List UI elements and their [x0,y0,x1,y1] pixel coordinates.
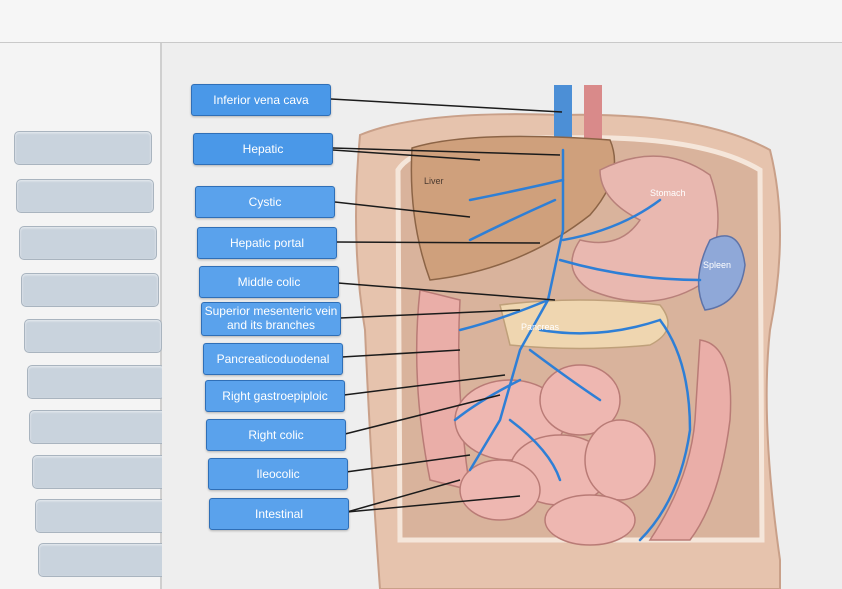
label-superior-mesenteric[interactable]: Superior mesenteric vein and its branche… [201,302,341,336]
label-ileocolic[interactable]: Ileocolic [208,458,348,490]
pancreas-label: Pancreas [521,322,560,332]
label-right-gastroepiploic[interactable]: Right gastroepiploic [205,380,345,412]
label-pancreaticoduodenal[interactable]: Pancreaticoduodenal [203,343,343,375]
label-right-colic[interactable]: Right colic [206,419,346,451]
label-intestinal[interactable]: Intestinal [209,498,349,530]
label-hepatic-portal[interactable]: Hepatic portal [197,227,337,259]
spleen-label: Spleen [703,260,731,270]
label-inferior-vena-cava[interactable]: Inferior vena cava [191,84,331,116]
stomach-label: Stomach [650,188,686,198]
label-middle-colic[interactable]: Middle colic [199,266,339,298]
label-cystic[interactable]: Cystic [195,186,335,218]
liver-label: Liver [424,176,444,186]
label-hepatic[interactable]: Hepatic [193,133,333,165]
